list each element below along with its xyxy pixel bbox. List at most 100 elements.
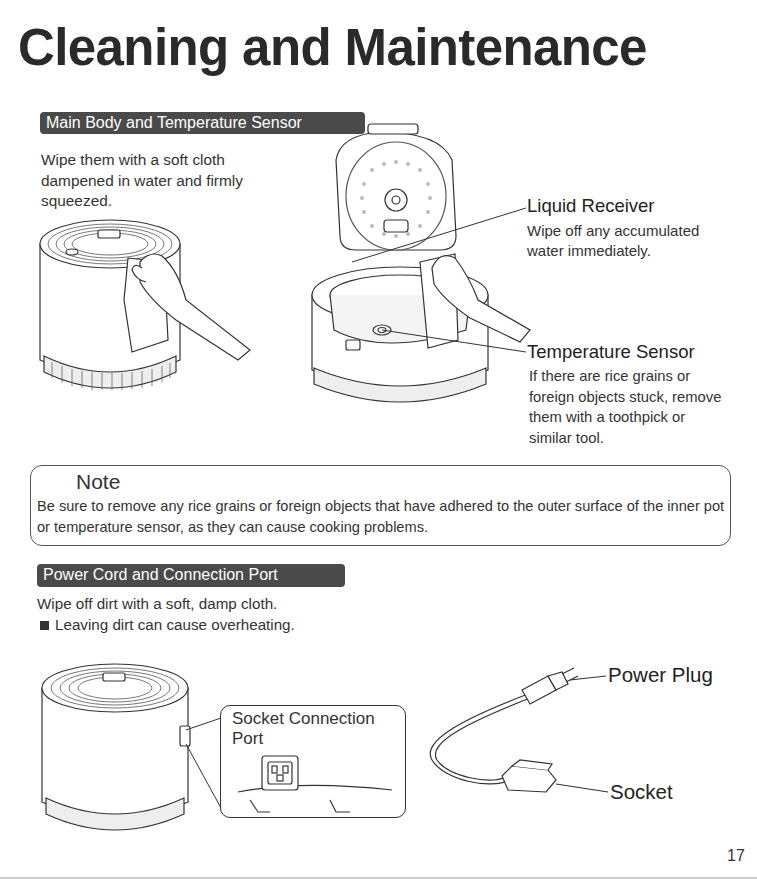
- socket-port-detail-part: [262, 756, 298, 790]
- open-rice-cooker-part: [314, 368, 486, 402]
- open-rice-cooker-part: [346, 142, 446, 250]
- leader-line: [352, 208, 526, 352]
- rice-cooker-part-part: [102, 373, 103, 390]
- rice-cooker-part-part: [132, 372, 133, 389]
- power-cord: [430, 668, 608, 792]
- rice-cooker-part: [66, 249, 78, 255]
- power-cord-part-part: [512, 760, 552, 770]
- socket-port-detail-part: [272, 766, 277, 773]
- instruction-text: Wipe off dirt with a soft, damp cloth.: [37, 594, 277, 614]
- open-rice-cooker-part-part: [394, 234, 398, 238]
- rice-cooker-part: [42, 664, 188, 712]
- rice-cooker-part-part: [82, 371, 83, 388]
- socket-port-detail-part: [277, 775, 283, 781]
- leader-line-part: [352, 208, 526, 262]
- rice-cooker-part-part: [112, 373, 113, 390]
- bullet-square: [40, 621, 49, 630]
- open-rice-cooker-part-part: [362, 182, 366, 186]
- open-rice-cooker-part-part: [426, 210, 430, 214]
- leader-line-part: [382, 330, 526, 352]
- rice-cooker-part-part: [92, 372, 93, 390]
- rice-cooker-part-part: [62, 366, 63, 383]
- open-rice-cooker-part-part: [426, 182, 430, 186]
- warning-text: Leaving dirt can cause overheating.: [55, 615, 295, 635]
- open-rice-cooker-part-part: [406, 162, 410, 166]
- note-body: Be sure to remove any rice grains or for…: [37, 496, 729, 538]
- rice-cooker-part: [60, 671, 170, 705]
- callout-wedge: [186, 718, 221, 808]
- page-title: Cleaning and Maintenance: [18, 18, 647, 78]
- rice-cooker-part-part: [142, 371, 143, 388]
- section-heading: Main Body and Temperature Sensor: [46, 113, 302, 133]
- part-name: Temperature Sensor: [527, 341, 695, 363]
- callout-wedge-part: [186, 718, 221, 730]
- open-rice-cooker-part: [346, 340, 360, 350]
- open-rice-cooker-part: [360, 160, 432, 238]
- hand-with-cloth-part: [132, 265, 146, 282]
- open-rice-cooker-part-part: [394, 160, 398, 164]
- power-cord-part: [502, 668, 578, 792]
- open-rice-cooker: [312, 124, 488, 402]
- rice-cooker-part: [98, 230, 120, 238]
- hand-with-cloth-part: [432, 256, 530, 342]
- rice-cooker-part: [44, 356, 176, 388]
- part-name: Liquid Receiver: [527, 195, 655, 217]
- page-number: 17: [727, 846, 745, 866]
- power-cord-part: [570, 676, 606, 680]
- open-rice-cooker-part: [336, 132, 456, 250]
- hand-with-cloth-part: [140, 254, 250, 360]
- power-cord-part: [556, 784, 608, 792]
- open-rice-cooker-part-part: [418, 224, 422, 228]
- instruction-text: Wipe off any accumulated water immediate…: [527, 221, 727, 261]
- rice-cooker-part: [52, 362, 170, 390]
- open-rice-cooker-part-part: [382, 162, 386, 166]
- instruction-text: If there are rice grains or foreign obje…: [529, 366, 725, 448]
- rice-cooker-part-part: [52, 362, 53, 378]
- socket-port-detail-part: [330, 800, 350, 812]
- rice-cooker-part: [103, 673, 125, 681]
- hand-with-cloth: [420, 254, 530, 348]
- rice-cooker-part: [51, 668, 179, 708]
- page-rule: [0, 878, 757, 879]
- page-rule-part: [0, 878, 757, 879]
- section-band: Main Body and Temperature Sensor: [40, 112, 365, 134]
- rice-cooker: [42, 664, 190, 830]
- power-cord-part-part: [548, 672, 568, 690]
- socket-port-detail-part: [250, 800, 270, 812]
- open-rice-cooker-part-part: [382, 232, 386, 236]
- rice-cooker-part-part: [72, 369, 73, 386]
- open-rice-cooker-part: [384, 220, 408, 232]
- rice-cooker-part-part: [122, 373, 123, 390]
- instruction-text: Wipe them with a soft cloth dampened in …: [41, 150, 279, 212]
- open-rice-cooker-part-part: [418, 168, 422, 172]
- rice-cooker-part: [46, 798, 184, 830]
- socket-port-detail-part: [283, 766, 288, 773]
- part-name: Socket: [610, 780, 673, 804]
- socket-port-detail-part: [268, 762, 292, 784]
- callout-wedge-part: [186, 744, 221, 808]
- rice-cooker-part-part: [152, 369, 153, 386]
- open-rice-cooker-part-part: [428, 196, 432, 200]
- socket-port-detail-part: [238, 785, 392, 792]
- note-box: NoteBe sure to remove any rice grains or…: [30, 465, 731, 546]
- open-rice-cooker-part-part: [370, 168, 374, 172]
- callout-title: Socket Connection Port: [232, 709, 397, 749]
- socket-port-detail: [238, 756, 392, 812]
- rice-cooker-part: [69, 674, 161, 702]
- open-rice-cooker-part: [385, 189, 407, 211]
- open-rice-cooker-part-part: [370, 224, 374, 228]
- open-rice-cooker-part-part: [360, 196, 364, 200]
- open-rice-cooker-part-part: [362, 210, 366, 214]
- rice-cooker-part-part: [170, 363, 171, 378]
- section-heading: Power Cord and Connection Port: [43, 565, 278, 585]
- open-rice-cooker-part: [368, 124, 418, 134]
- open-rice-cooker-part-part: [406, 232, 410, 236]
- section-band: Power Cord and Connection Port: [37, 564, 345, 587]
- detail-callout-box: Socket Connection Port: [220, 705, 406, 818]
- note-heading: Note: [76, 469, 120, 495]
- power-cord-part-part: [562, 668, 574, 674]
- part-name: Power Plug: [608, 663, 713, 687]
- open-rice-cooker-part: [392, 196, 400, 204]
- rice-cooker-part-part: [162, 366, 163, 382]
